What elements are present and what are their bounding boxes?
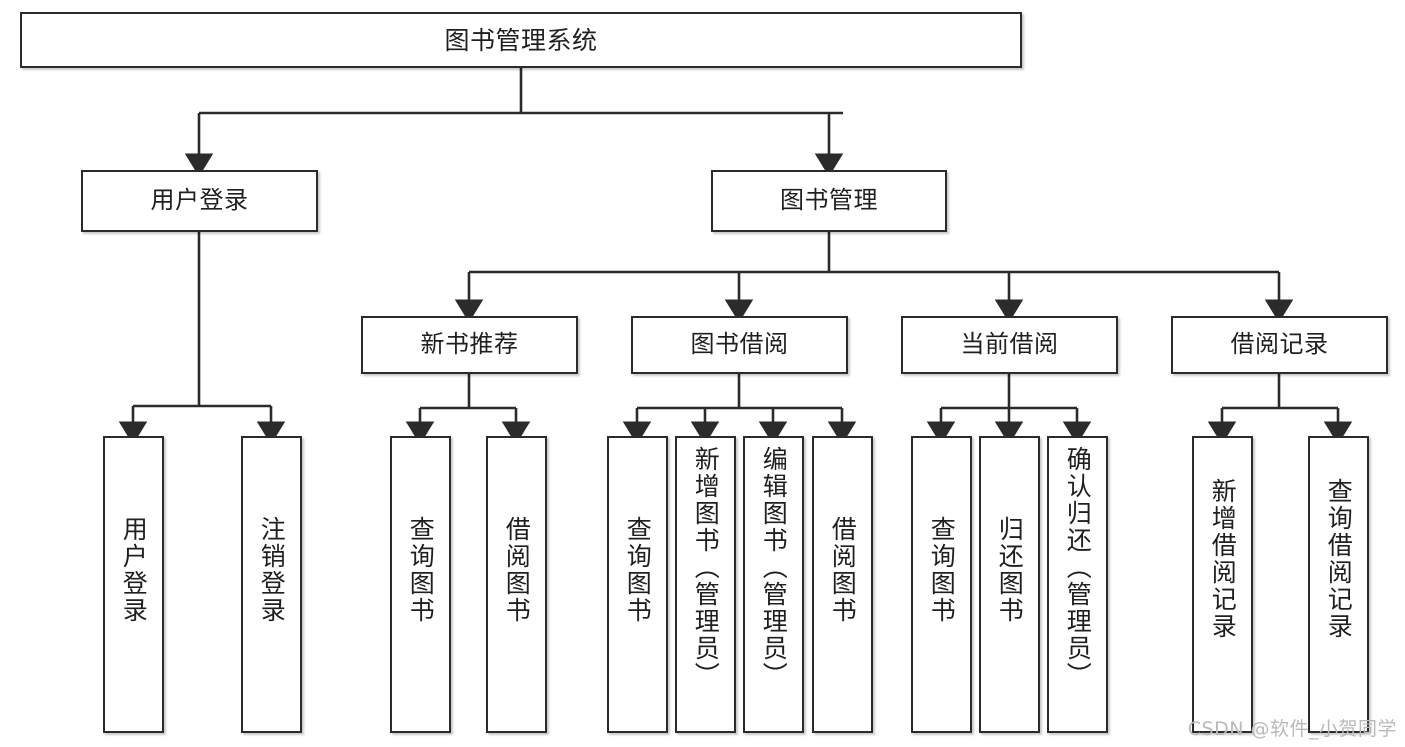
node-label: 当前借阅 <box>960 330 1059 359</box>
node-borrow-record[interactable]: 借阅记录 <box>1171 316 1388 374</box>
node-book-borrow[interactable]: 图书借阅 <box>631 316 848 374</box>
node-new-book-recommend[interactable]: 新书推荐 <box>361 316 578 374</box>
node-label: 新增借阅记录 <box>1208 478 1238 640</box>
leaf-user-login[interactable]: 用户登录 <box>103 436 164 733</box>
leaf-add-book-admin[interactable]: 新增图书（管理员） <box>675 436 736 733</box>
leaf-query-book[interactable]: 查询图书 <box>607 436 668 733</box>
node-book-management-system[interactable]: 图书管理系统 <box>20 12 1022 68</box>
node-book-management[interactable]: 图书管理 <box>711 170 947 232</box>
node-label: 用户登录 <box>119 516 149 624</box>
node-label: 确认归还（管理员） <box>1063 446 1093 689</box>
leaf-borrow-book[interactable]: 借阅图书 <box>812 436 873 733</box>
node-label: 归还图书 <box>995 516 1025 624</box>
node-current-borrow[interactable]: 当前借阅 <box>901 316 1118 374</box>
node-label: 用户登录 <box>150 186 249 215</box>
node-label: 编辑图书（管理员） <box>759 446 789 689</box>
node-label: 新书推荐 <box>420 330 519 359</box>
leaf-return-book[interactable]: 归还图书 <box>979 436 1040 733</box>
node-label: 图书管理 <box>780 186 878 215</box>
leaf-borrow-book-new[interactable]: 借阅图书 <box>486 436 547 733</box>
node-label: 查询图书 <box>623 516 653 624</box>
node-user-login[interactable]: 用户登录 <box>81 170 318 232</box>
node-label: 图书借阅 <box>690 330 789 359</box>
node-label: 新增图书（管理员） <box>691 446 721 689</box>
node-label: 查询图书 <box>927 516 957 624</box>
leaf-confirm-return-admin[interactable]: 确认归还（管理员） <box>1047 436 1108 733</box>
leaf-query-book-new[interactable]: 查询图书 <box>390 436 451 733</box>
node-label: 查询图书 <box>406 516 436 624</box>
node-label: 借阅图书 <box>828 516 858 624</box>
leaf-logout[interactable]: 注销登录 <box>241 436 302 733</box>
leaf-add-borrow-record[interactable]: 新增借阅记录 <box>1192 436 1253 733</box>
leaf-query-borrow-record[interactable]: 查询借阅记录 <box>1308 436 1369 733</box>
node-label: 图书管理系统 <box>444 25 598 55</box>
leaf-query-book-current[interactable]: 查询图书 <box>911 436 972 733</box>
node-label: 查询借阅记录 <box>1324 478 1354 640</box>
node-label: 借阅图书 <box>502 516 532 624</box>
leaf-edit-book-admin[interactable]: 编辑图书（管理员） <box>743 436 804 733</box>
node-label: 注销登录 <box>257 516 287 624</box>
node-label: 借阅记录 <box>1230 330 1329 359</box>
csdn-watermark: CSDN @软件_小贺同学 <box>1187 718 1397 740</box>
